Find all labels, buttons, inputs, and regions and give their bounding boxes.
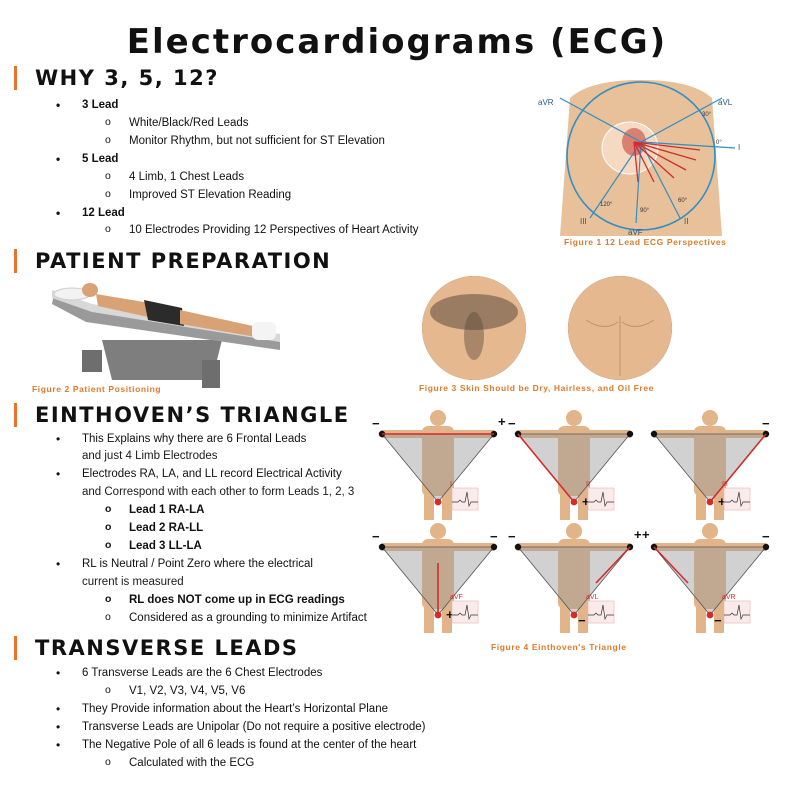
- plus-sign: +: [634, 527, 642, 542]
- einthoven-panel-ii: + − II: [508, 410, 634, 520]
- lead-vector: [595, 546, 631, 584]
- bullet-continuation: and Correspond with each other to form L…: [82, 486, 355, 498]
- bullet-unipolar: Transverse Leads are Unipolar (Do not re…: [56, 720, 426, 734]
- plus-sign: +: [718, 494, 726, 509]
- label-avf: aVF: [628, 228, 643, 236]
- label-deg120: 120°: [600, 202, 613, 208]
- einthoven-panel-avf: + − − aVF: [372, 523, 498, 633]
- minus-sign: −: [508, 416, 516, 431]
- minus-sign: −: [578, 613, 586, 628]
- section-heading-einthoven: EINTHOVEN’S TRIANGLE: [14, 403, 350, 427]
- label-lead-ii: II: [684, 217, 688, 226]
- plus-sign: +: [498, 414, 506, 429]
- sub-bullet-v-leads: V1, V2, V3, V4, V5, V6: [105, 684, 245, 697]
- bullet-electrodes: Electrodes RA, LA, and LL record Electri…: [56, 467, 342, 481]
- section-heading-transverse: TRANSVERSE LEADS: [14, 636, 299, 660]
- electrode-dot: [706, 611, 714, 619]
- bullet-continuation: and just 4 Limb Electrodes: [82, 450, 218, 462]
- minus-sign: −: [762, 416, 770, 431]
- minus-sign: −: [372, 416, 380, 431]
- bullet-3-lead: 3 Lead: [56, 98, 119, 112]
- label-deg60: 60°: [678, 198, 688, 204]
- electrode-dot: [378, 543, 386, 551]
- plus-sign: +: [446, 607, 454, 622]
- einthoven-panel-avr: + − − aVR: [642, 523, 770, 633]
- section-heading-why: WHY 3, 5, 12?: [14, 66, 219, 90]
- einthoven-panels: +−I+−II+−III+−−aVF+−−aVL+−−aVR: [372, 410, 770, 633]
- figure-1-caption: Figure 1 12 Lead ECG Perspectives: [564, 237, 727, 247]
- sub-bullet-calculated: Calculated with the ECG: [105, 756, 254, 769]
- bullet-frontal-leads: This Explains why there are 6 Frontal Le…: [56, 432, 306, 446]
- label-lead-iii: III: [580, 217, 587, 226]
- sub-bullet-lead-3: Lead 3 LL-LA: [105, 539, 202, 552]
- figure-patient-positioning: [52, 283, 280, 388]
- minus-sign: −: [490, 529, 498, 544]
- plus-sign: +: [642, 527, 650, 542]
- figure-12-lead-perspectives: aVR aVL I II III aVF 0° 30° 60° 90° 120°: [538, 80, 740, 236]
- panel-lead-label: aVL: [586, 594, 599, 601]
- lead-vector: [709, 433, 767, 503]
- figure-einthoven-triangle: +−I+−II+−III+−−aVF+−−aVL+−−aVR: [370, 408, 782, 634]
- panel-lead-label: aVF: [450, 594, 463, 601]
- sub-bullet: Improved ST Elevation Reading: [105, 188, 291, 201]
- hexaxial-circle: [566, 81, 716, 231]
- figure-3-caption: Figure 3 Skin Should be Dry, Hairless, a…: [419, 383, 654, 393]
- figure-4-caption: Figure 4 Einthoven's Triangle: [491, 642, 627, 652]
- einthoven-panel-i: + − I: [372, 410, 506, 520]
- electrode-dot: [626, 430, 634, 438]
- einthoven-panel-iii: + − III: [650, 410, 770, 520]
- electrode-dot: [514, 543, 522, 551]
- ecg-strip: [451, 600, 479, 624]
- section-heading-prep: PATIENT PREPARATION: [14, 249, 331, 273]
- electrode-dot: [434, 498, 442, 506]
- label-deg0: 0°: [716, 140, 722, 146]
- label-avl: aVL: [718, 98, 733, 107]
- minus-sign: −: [508, 529, 516, 544]
- panel-lead-label: II: [586, 481, 590, 488]
- electrode-dot: [762, 543, 770, 551]
- electrode-dot: [570, 611, 578, 619]
- label-deg30: 30°: [702, 112, 712, 118]
- bullet-5-lead: 5 Lead: [56, 152, 119, 166]
- ecg-strip: [451, 487, 479, 511]
- plus-sign: +: [582, 494, 590, 509]
- panel-lead-label: aVR: [722, 594, 736, 601]
- electrode-dot: [650, 430, 658, 438]
- label-deg90: 90°: [640, 208, 650, 214]
- bullet-negative-pole: The Negative Pole of all 6 leads is foun…: [56, 738, 416, 752]
- sub-bullet: 10 Electrodes Providing 12 Perspectives …: [105, 223, 419, 236]
- lead-vector: [653, 546, 689, 584]
- ecg-strip: [587, 600, 615, 624]
- page-title: Electrocardiograms (ECG): [126, 22, 668, 62]
- bullet-12-lead: 12 Lead: [56, 206, 125, 220]
- electrode-dot: [490, 543, 498, 551]
- sub-bullet-grounding: Considered as a grounding to minimize Ar…: [105, 611, 367, 624]
- bullet-continuation: current is measured: [82, 576, 184, 588]
- bullet-horizontal-plane: They Provide information about the Heart…: [56, 702, 388, 716]
- ecg-strip: [587, 487, 615, 511]
- panel-lead-label: I: [450, 481, 452, 488]
- ecg-strip: [723, 600, 751, 624]
- einthoven-panel-avl: + − − aVL: [508, 523, 642, 633]
- sub-bullet: White/Black/Red Leads: [105, 116, 248, 129]
- minus-sign: −: [372, 529, 380, 544]
- panel-lead-label: III: [722, 481, 728, 488]
- sub-bullet: Monitor Rhythm, but not sufficient for S…: [105, 134, 385, 147]
- sub-bullet-rl: RL does NOT come up in ECG readings: [105, 593, 345, 606]
- lead-vector: [517, 433, 575, 503]
- figure-skin-preparation: [422, 276, 672, 380]
- sub-bullet-lead-1: Lead 1 RA-LA: [105, 503, 205, 516]
- minus-sign: −: [714, 613, 722, 628]
- ecg-strip: [723, 487, 751, 511]
- minus-sign: −: [762, 529, 770, 544]
- sub-bullet: 4 Limb, 1 Chest Leads: [105, 170, 244, 183]
- bullet-chest-electrodes: 6 Transverse Leads are the 6 Chest Elect…: [56, 666, 322, 680]
- sub-bullet-lead-2: Lead 2 RA-LL: [105, 521, 203, 534]
- label-avr: aVR: [538, 98, 554, 107]
- figure-2-caption: Figure 2 Patient Positioning: [32, 384, 162, 394]
- bullet-rl-neutral: RL is Neutral / Point Zero where the ele…: [56, 557, 313, 571]
- label-lead-i: I: [738, 143, 740, 152]
